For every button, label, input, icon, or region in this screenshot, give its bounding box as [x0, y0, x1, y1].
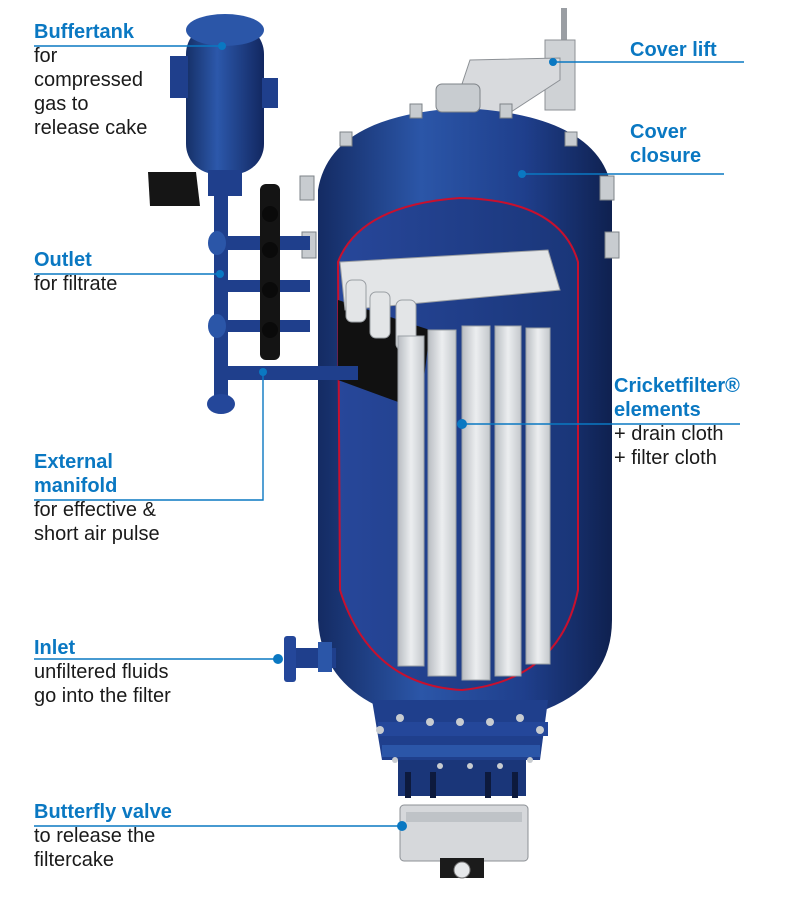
inlet-title: Inlet	[34, 637, 76, 659]
outlet-title: Outlet	[34, 249, 92, 271]
cover-closure-title-2: closure	[630, 145, 702, 167]
manifold-title-1: External	[34, 451, 113, 473]
label-inlet: Inlet unfiltered fluids go into the filt…	[34, 636, 171, 708]
label-buffertank: Buffertank for compressed gas to release…	[34, 20, 147, 140]
butterfly-desc-2: filtercake	[34, 849, 115, 871]
buffertank-desc-1: for	[34, 45, 58, 67]
cover-lift-title: Cover lift	[630, 39, 717, 61]
buffer-tank	[148, 14, 278, 206]
external-manifold	[260, 184, 280, 360]
leader-lines	[34, 45, 744, 827]
buffertank-title: Buffertank	[34, 21, 135, 43]
leader-dots	[216, 42, 557, 831]
manifold-desc-2: short air pulse	[34, 523, 160, 545]
cricketfilter-title-1: Cricketfilter®	[614, 375, 740, 397]
inlet-desc-2: go into the filter	[34, 685, 171, 707]
outlet-piping	[207, 196, 358, 414]
inlet-nozzle	[284, 636, 336, 682]
label-outlet: Outlet for filtrate	[34, 248, 117, 296]
bottom-flange-assembly	[372, 700, 548, 798]
leader-manifold	[34, 372, 264, 501]
cutaway-interior	[336, 196, 579, 692]
buffertank-desc-3: gas to	[34, 93, 89, 115]
label-cover-lift: Cover lift	[630, 38, 717, 62]
cover-closure-title-1: Cover	[630, 121, 687, 143]
manifold-title-2: manifold	[34, 475, 118, 497]
cricketfilter-desc-1: + drain cloth	[614, 423, 724, 445]
butterfly-title: Butterfly valve	[34, 801, 172, 823]
manifold-desc-1: for effective &	[34, 499, 156, 521]
outlet-desc: for filtrate	[34, 273, 118, 295]
label-cover-closure: Cover closure	[630, 120, 701, 168]
label-butterfly-valve: Butterfly valve to release the filtercak…	[34, 800, 172, 872]
cricketfilter-title-2: elements	[614, 399, 701, 421]
label-external-manifold: External manifold for effective & short …	[34, 450, 160, 546]
buffertank-desc-2: compressed	[34, 69, 143, 91]
butterfly-desc-1: to release the	[34, 825, 156, 847]
cricketfilter-desc-2: + filter cloth	[614, 447, 717, 469]
label-cricketfilter: Cricketfilter® elements + drain cloth + …	[614, 374, 740, 470]
inlet-desc-1: unfiltered fluids	[34, 661, 169, 683]
buffertank-desc-4: release cake	[34, 117, 148, 139]
butterfly-valve	[399, 804, 529, 879]
